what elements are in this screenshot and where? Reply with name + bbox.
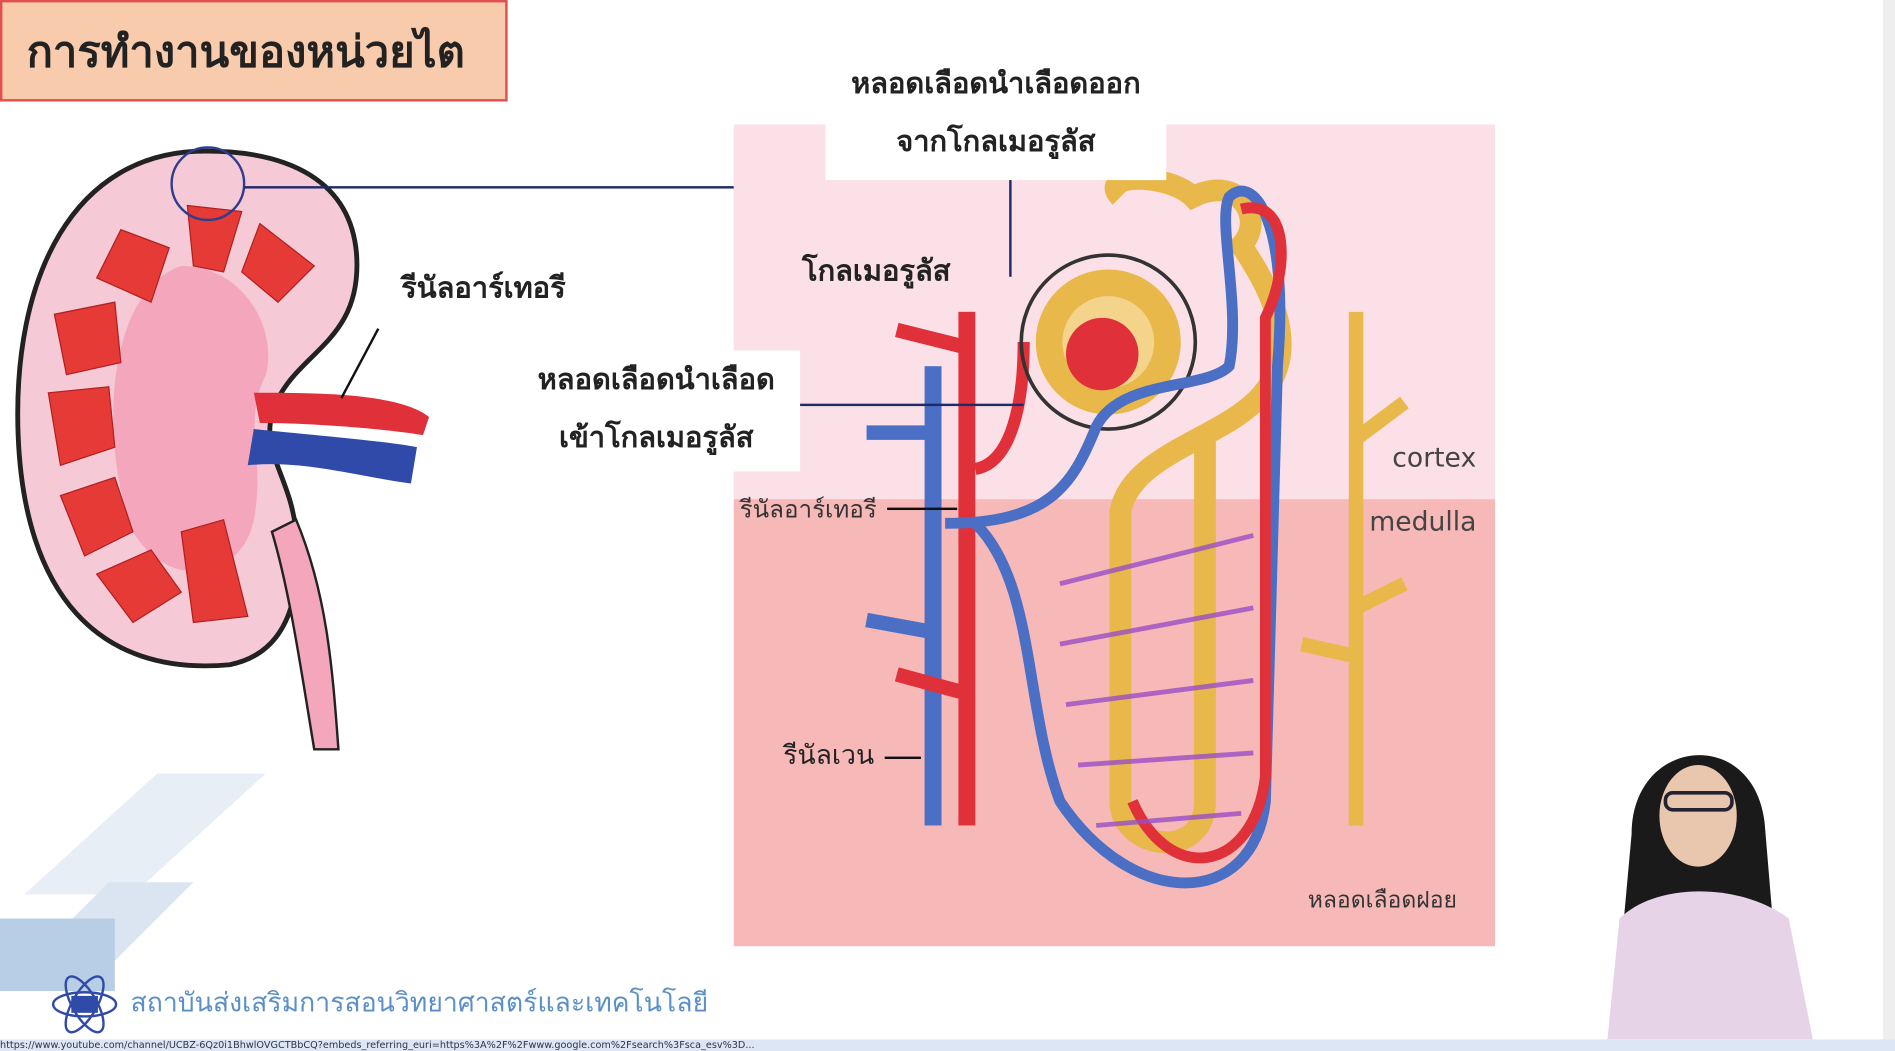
label-medulla: medulla [1369,507,1477,538]
slide-title-text: การทำงานของหน่วยไต [26,27,465,77]
label-afferent-arteriole: หลอดเลือดนำเลือด เข้าโกลเมอรูลัส [512,350,801,472]
slide-title: การทำงานของหน่วยไต [0,0,508,102]
nephron-diagram [733,124,1496,947]
label-renal-artery: รีนัลอาร์เทอรี [739,494,877,524]
label-renal-artery-left: รีนัลอาร์เทอรี [401,270,566,305]
decorative-background [0,773,266,992]
label-glomerulus: โกลเมอรูลัส [802,253,951,288]
label-line: หลอดเลือดนำเลือด [537,362,775,397]
label-line: จากโกลเมอรูลัส [896,124,1096,159]
label-line: เข้าโกลเมอรูลัส [559,420,754,455]
kidney-illustration [15,146,430,751]
leader-line [244,186,735,189]
label-capillaries: หลอดเลือดฝอย [1307,887,1457,914]
label-cortex: cortex [1392,443,1477,474]
label-line: หลอดเลือดนำเลือดออก [851,66,1141,101]
right-edge-bar [1882,0,1895,1040]
presenter-video [1607,755,1813,1040]
leader-line [887,507,958,511]
ipst-logo [51,975,118,1034]
leader-line [800,403,1024,407]
leader-line [1009,180,1012,277]
label-renal-vein: รีนัลเวน [783,740,875,772]
leader-line [884,756,921,760]
institute-name: สถาบันส่งเสริมการสอนวิทยาศาสตร์และเทคโนโ… [130,988,709,1019]
url-status-bar[interactable]: https://www.youtube.com/channel/UCBZ-6Qz… [0,1039,1895,1051]
label-efferent-arteriole: หลอดเลือดนำเลือดออก จากโกลเมอรูลัส [825,54,1167,181]
